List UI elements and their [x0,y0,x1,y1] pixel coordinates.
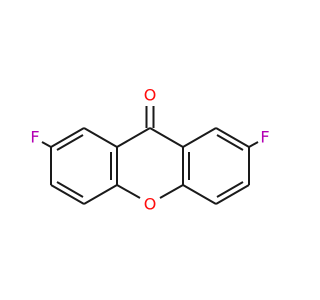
fluorine-right-label: F [260,128,269,147]
bond-c4-c3-inner [56,181,84,198]
bond-c9-c9a [116,127,151,148]
bond-c10a-o [159,184,184,199]
bond-c2-c1 [50,127,85,148]
structure-canvas: O O F F [30,86,269,214]
bond-c1-c9a [83,127,118,148]
fluorine-left-label: F [30,128,39,147]
bond-c4a-c4 [83,184,118,205]
bond-c5-c6-inner [216,181,244,198]
bond-c7-c8-inner [216,134,244,151]
bond-c8-c8a [182,127,217,148]
bond-c4a-o [116,184,141,199]
bond-c2-c1-inner [56,134,84,151]
bond-c4-c3 [50,184,85,205]
bond-c7-f [248,141,259,148]
ring-oxygen-label: O [144,195,157,214]
molecule-diagram: O O F F [30,86,269,214]
bond-c7-c8 [215,127,250,148]
bond-c9-c8a [149,127,184,148]
bond-c10a-c5 [182,184,217,205]
bond-c5-c6 [215,184,250,205]
carbonyl-oxygen-label: O [144,86,157,105]
bond-c2-f [41,141,52,148]
